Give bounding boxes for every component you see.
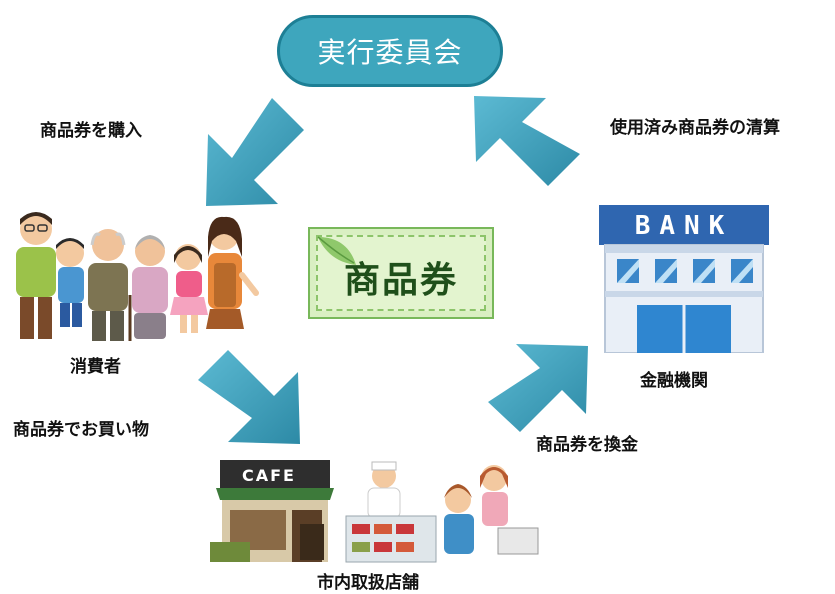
committee-label: 実行委員会 — [317, 36, 463, 69]
consumers-caption: 消費者 — [70, 357, 121, 377]
cafe-sign-board — [220, 460, 330, 488]
arrow-shop — [198, 350, 300, 444]
flow-label-shop: 商品券でお買い物 — [13, 420, 149, 440]
bank-sign: BANK — [634, 211, 734, 241]
grandfather-figure — [88, 229, 132, 341]
bank-caption: 金融機関 — [640, 371, 708, 391]
arrow-buy — [206, 98, 304, 206]
arrow-exchange — [488, 344, 588, 432]
flow-label-buy: 商品券を購入 — [40, 121, 142, 141]
father-figure — [16, 212, 56, 339]
voucher-ticket: 商品券 — [308, 227, 494, 319]
store-caption: 市内取扱店舗 — [317, 573, 419, 593]
voucher-leaf-ornament — [317, 236, 356, 265]
flow-label-exchange: 商品券を換金 — [536, 435, 638, 455]
cafe-sign: CAFE — [242, 466, 296, 485]
arrow-settle — [474, 96, 580, 186]
voucher-label: 商品券 — [343, 260, 458, 301]
store-area: CAFE — [206, 458, 546, 566]
grandmother-figure — [132, 235, 168, 339]
consumers-illustration — [16, 212, 259, 341]
bank-building: BANK — [599, 205, 769, 354]
store-illustration — [210, 460, 539, 563]
girl-figure — [170, 244, 208, 333]
flow-label-settle: 使用済み商品券の清算 — [610, 118, 780, 138]
committee-bubble: 実行委員会 — [277, 15, 503, 87]
mother-figure — [206, 216, 259, 329]
bank-illustration — [599, 205, 769, 354]
boy-figure — [56, 238, 84, 327]
